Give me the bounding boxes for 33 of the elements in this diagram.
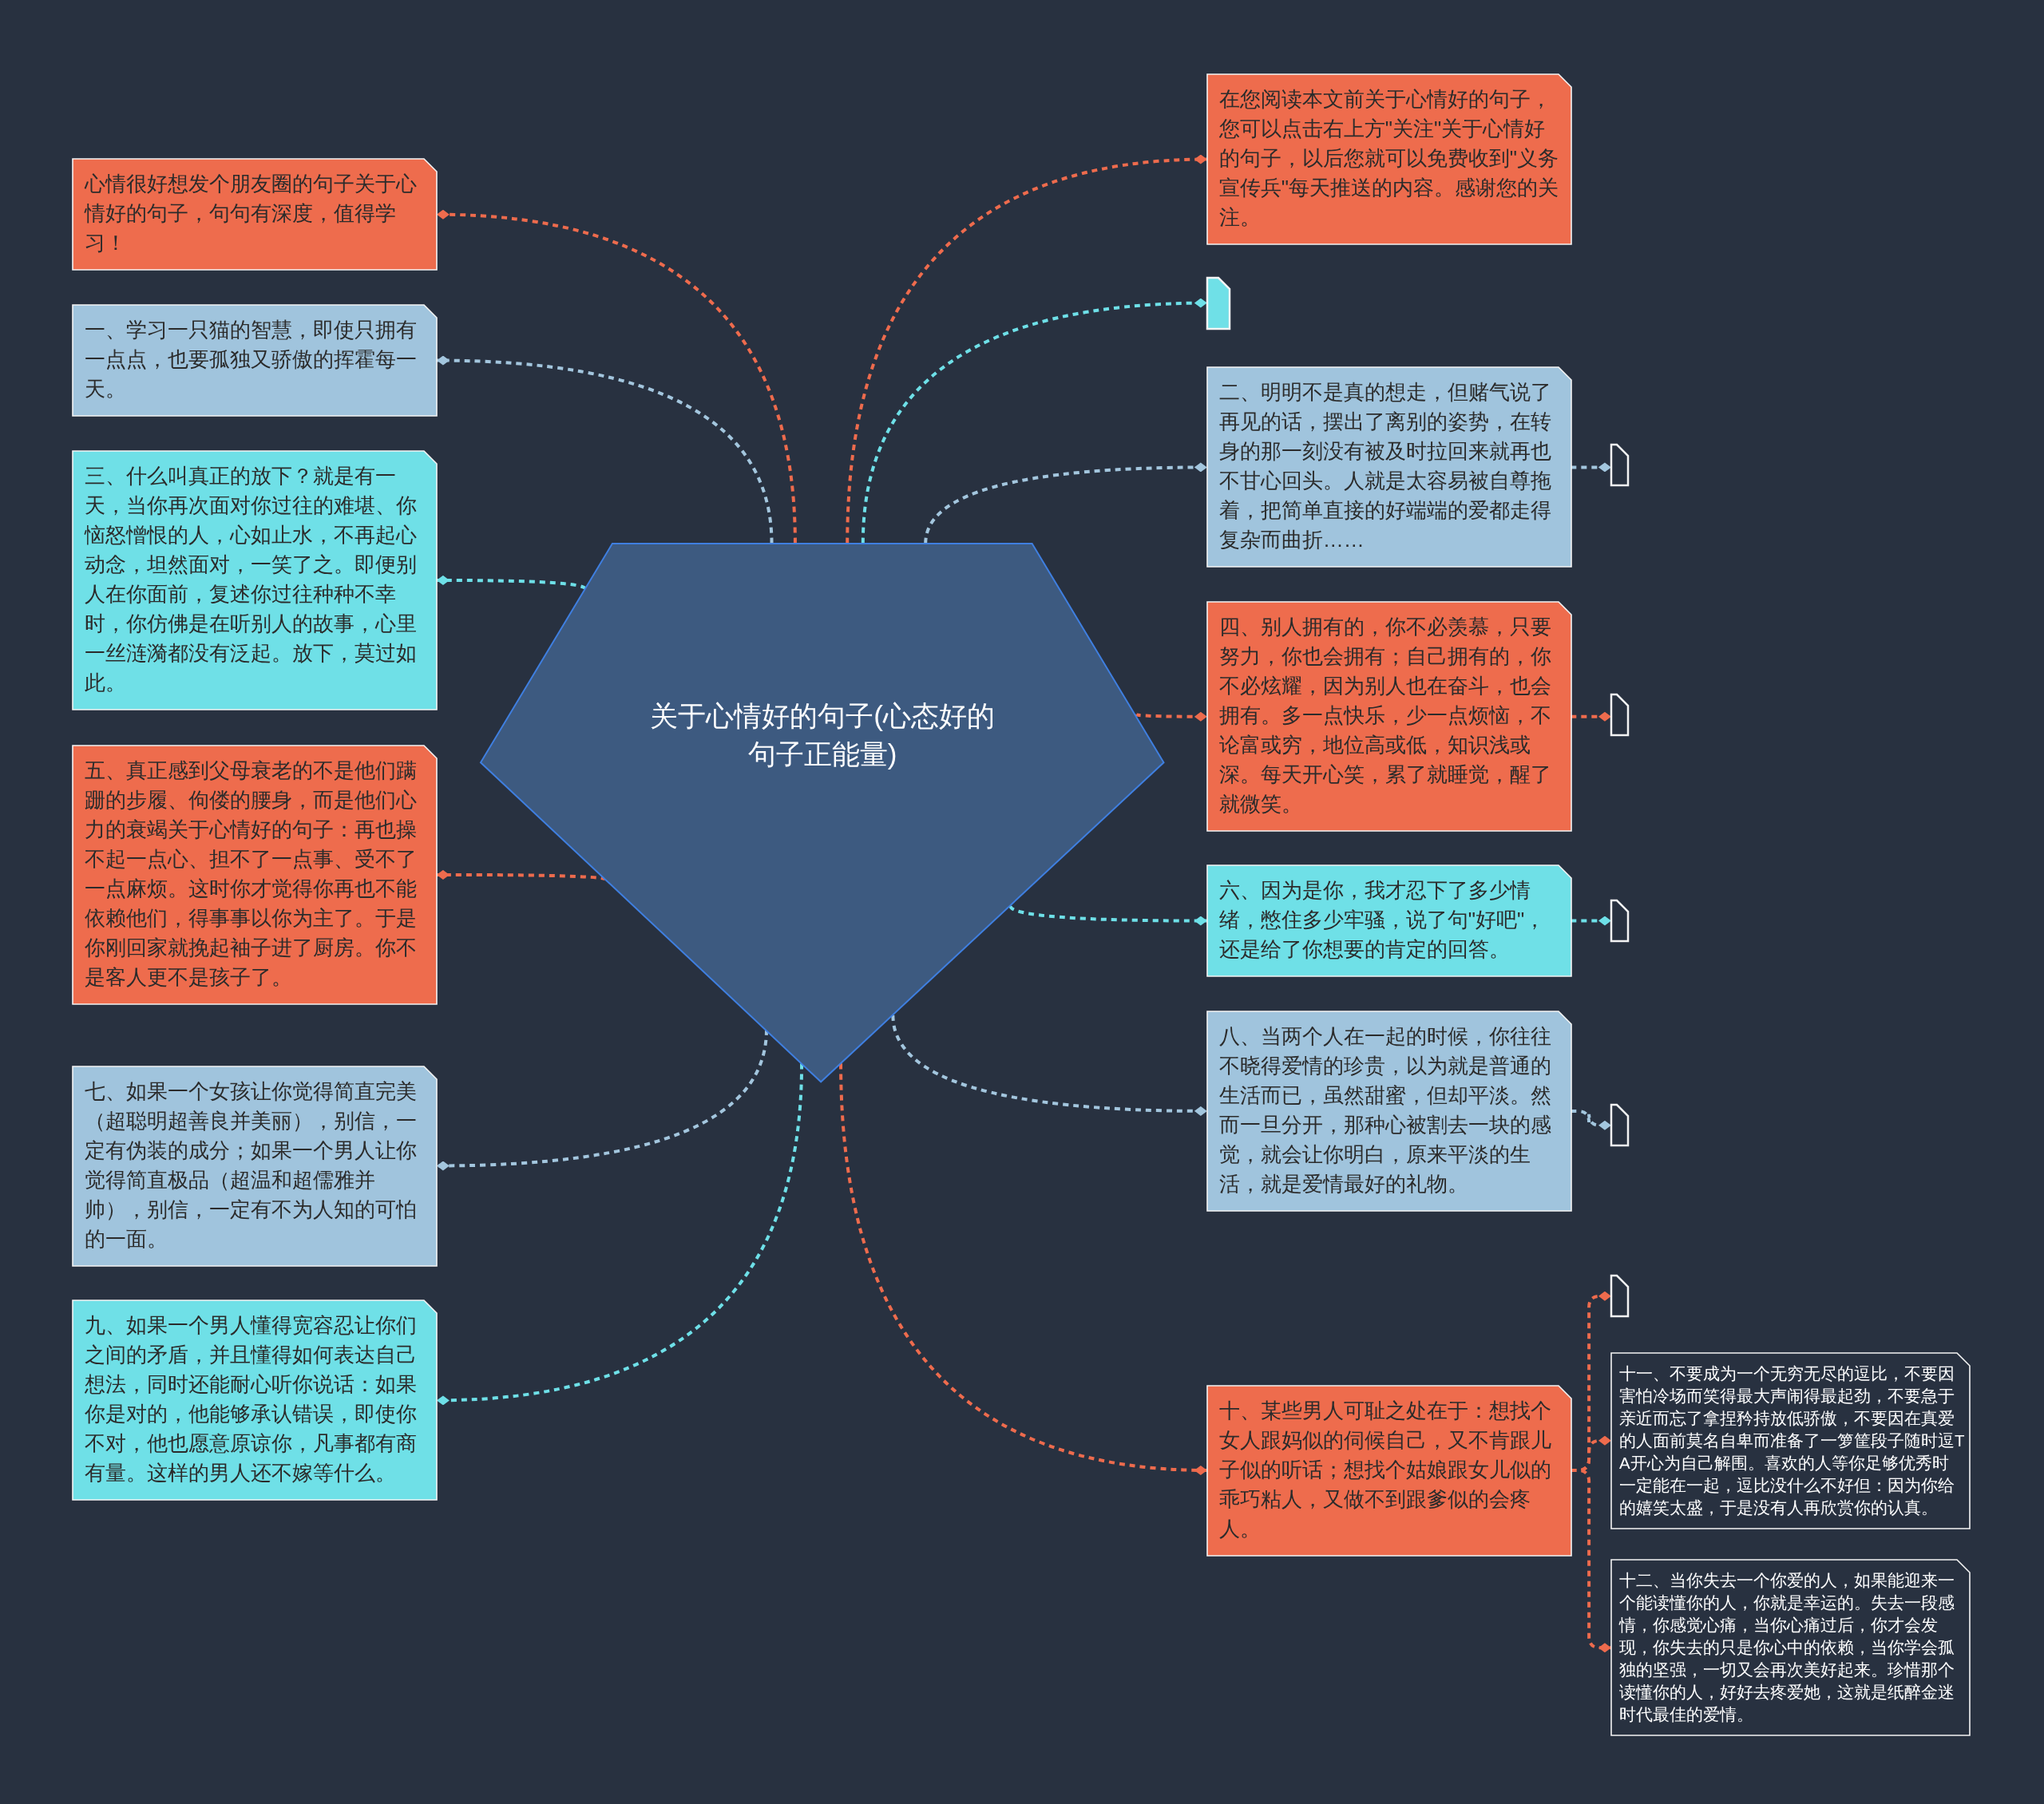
text-box: 十二、当你失去一个你爱的人，如果能迎来一个能读懂你的人，你就是幸运的。失去一段感情，你感觉心痛，当你心痛过后，你才会发现，你失去的只是你心中的依赖，当你学会孤独的坚强，一切又会再次美好起来。珍惜那个读懂你的人，好好去疼爱她，这就是纸醉金迷时代最佳的爱情。 bbox=[1610, 1560, 1970, 1736]
connector bbox=[891, 1015, 1207, 1116]
document-shape bbox=[1610, 1105, 1629, 1146]
text-box: 十、某些男人可耻之处在于：想找个女人跟妈似的伺候自己，又不肯跟儿子似的听话；想找个姑娘跟女儿似的乖巧粘人，又做不到跟爹似的会疼人。 bbox=[1206, 1385, 1571, 1556]
text-box: 心情很好想发个朋友圈的句子关于心情好的句子，句句有深度，值得学习！ bbox=[73, 159, 437, 271]
text-box: 八、当两个人在一起的时候，你往往不晓得爱情的珍贵，以为就是普通的生活而已，虽然甜蜜，但却平淡。然而一旦分开，那种心被割去一块的感觉，就会让你明白，原来平淡的生活，就是爱情最好的礼物。 bbox=[1206, 1011, 1571, 1211]
text-box: 一、学习一只猫的智慧，即使只拥有一点点，也要孤独又骄傲的挥霍每一天。 bbox=[73, 305, 437, 417]
connector bbox=[1571, 916, 1611, 926]
text-box: 在您阅读本文前关于心情好的句子，您可以点击右上方"关注"关于心情好的句子，以后您就可以免费收到"义务宣传兵"每天推送的内容。感谢您的关注。 bbox=[1206, 74, 1571, 245]
text-box: 二、明明不是真的想走，但赌气说了再见的话，摆出了离别的姿势，在转身的那一刻没有被及时拉回来就再也不甘心回头。人就是太容易被自尊拖着，把简单直接的好端端的爱都走得复杂而曲折…… bbox=[1206, 367, 1571, 568]
text-box: 六、因为是你，我才忍下了多少情绪，憋住多少牢骚，说了句"好吧"，还是给了你想要的肯定的回答。 bbox=[1206, 865, 1571, 977]
document-shape bbox=[1610, 694, 1629, 735]
document-shape bbox=[1206, 277, 1230, 329]
connector bbox=[1571, 1109, 1611, 1130]
connector bbox=[1571, 462, 1611, 473]
text-box: 四、别人拥有的，你不必羡慕，只要努力，你也会拥有；自己拥有的，你不必炫耀，因为别人也在奋斗，也会拥有。多一点快乐，少一点烦恼，不论富或穷，地位高或低，知识浅或深。每天开心笑，累了就睡觉，醒了就微笑。 bbox=[1206, 602, 1571, 832]
document-shape bbox=[1610, 900, 1629, 941]
connector bbox=[1135, 711, 1207, 722]
text-box: 三、什么叫真正的放下？就是有一天，当你再次面对你过往的难堪、你恼怒憎恨的人，心如止水，不再起心动念，坦然面对，一笑了之。即便别人在你面前，复述你过往种种不幸时，你仿佛是在听别人的故事，心里一丝涟漪都没有泛起。放下，莫过如此。 bbox=[73, 450, 437, 710]
connector bbox=[1571, 1469, 1611, 1653]
connector bbox=[839, 1063, 1207, 1475]
text-box: 九、如果一个男人懂得宽容忍让你们之间的矛盾，并且懂得如何表达自己想法，同时还能耐心听你说话：如果你是对的，他能够承认错误，即使你不对，他也愿意原谅你，凡事都有商有量。这样的男人还不嫁等什么。 bbox=[73, 1300, 437, 1501]
document-shape bbox=[1610, 444, 1629, 485]
connector bbox=[861, 298, 1207, 544]
text-box: 十一、不要成为一个无穷无尽的逗比，不要因害怕冷场而笑得最大声闹得最起劲，不要急于亲近而忘了拿捏矜持放低骄傲，不要因在真爱的人面前莫名自卑而准备了一箩筐段子随时逗TA开心为自己解围。喜欢的人等你足够优秀时一定能在一起，逗比没什么不好但：因为你给的嬉笑太盛，于是没有人再欣赏你的认真。 bbox=[1610, 1352, 1970, 1529]
topic-pentagon: 关于心情好的句子(心态好的句子正能量) bbox=[481, 543, 1164, 1082]
connector bbox=[924, 462, 1207, 544]
document-shape bbox=[1610, 1276, 1629, 1316]
connector bbox=[1571, 711, 1611, 722]
text-box: 五、真正感到父母衰老的不是他们蹒跚的步履、佝偻的腰身，而是他们心力的衰竭关于心情好的句子：再也操不起一点心、担不了一点事、受不了一点麻烦。这时你才觉得你再也不能依赖他们，得事事以你为主了。于是你刚回家就挽起袖子进了厨房。你不是客人更不是孩子了。 bbox=[73, 745, 437, 1004]
text-box: 七、如果一个女孩让你觉得简直完美（超聪明超善良并美丽），别信，一定有伪装的成分；如果一个男人让你觉得简直极品（超温和超儒雅并帅），别信，一定有不为人知的可怕的一面。 bbox=[73, 1066, 437, 1266]
connector bbox=[846, 154, 1207, 544]
connector bbox=[1008, 904, 1207, 926]
